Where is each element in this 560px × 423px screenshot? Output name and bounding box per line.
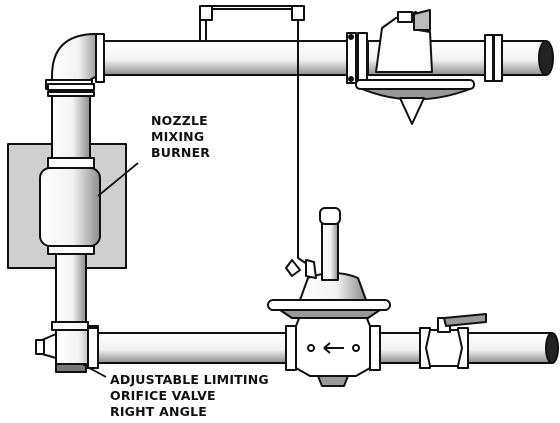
burner-label: NOZZLE MIXING BURNER bbox=[151, 113, 210, 160]
vertical-burner-pipe bbox=[47, 83, 95, 161]
burner-label-line-1: NOZZLE bbox=[151, 113, 208, 128]
valve-label-line-1: ADJUSTABLE LIMITING bbox=[110, 372, 269, 387]
valve-label: ADJUSTABLE LIMITING ORIFICE VALVE RIGHT … bbox=[110, 372, 269, 419]
nozzle-mixing-burner bbox=[39, 157, 101, 255]
top-regulator bbox=[355, 9, 475, 125]
valve-label-line-2: ORIFICE VALVE bbox=[110, 388, 216, 403]
valve-label-line-3: RIGHT ANGLE bbox=[110, 404, 207, 419]
burner-leader-line bbox=[97, 162, 139, 197]
burner-label-line-2: MIXING bbox=[151, 129, 204, 144]
valve-leader-line bbox=[81, 363, 107, 378]
bottom-regulator-valve bbox=[267, 207, 391, 387]
gas-cock-valve bbox=[419, 313, 487, 369]
impulse-tubing bbox=[199, 5, 317, 279]
burner-label-line-3: BURNER bbox=[151, 145, 210, 160]
lower-vertical-pipe bbox=[55, 253, 87, 329]
top-elbow-fitting bbox=[51, 33, 101, 85]
right-angle-orifice-valve bbox=[35, 321, 99, 373]
top-pipe-flange-union bbox=[346, 32, 503, 84]
